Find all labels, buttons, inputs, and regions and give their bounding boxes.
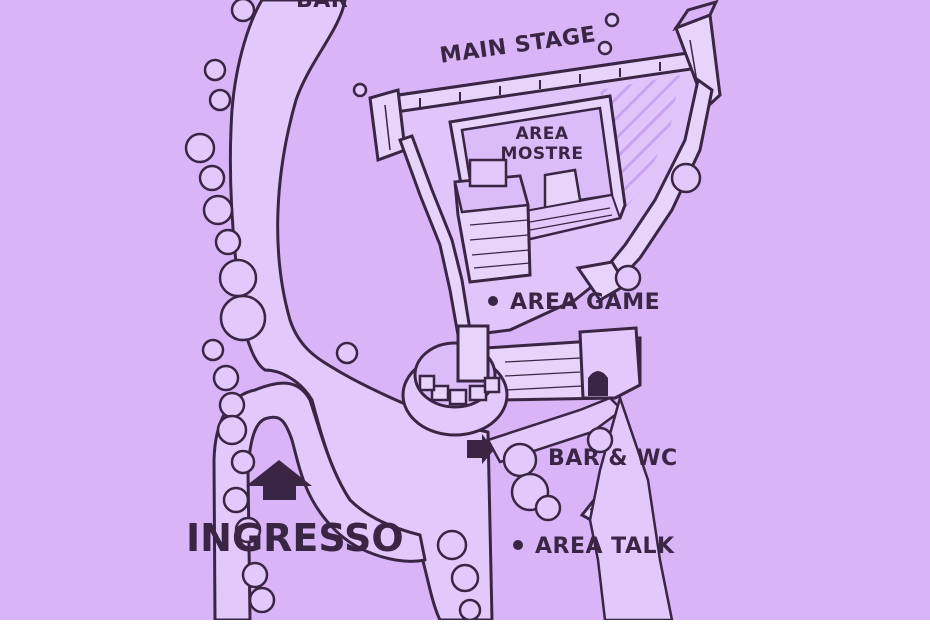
- bushes: [184, 0, 702, 622]
- arrow-right-icon: [467, 434, 494, 464]
- label-area-game-text: AREA GAME: [510, 290, 661, 315]
- label-area-game: AREA GAME: [488, 290, 660, 315]
- label-area-mostre-line1: AREA: [515, 124, 569, 144]
- tower-wall-left: [368, 88, 407, 163]
- label-area-talk: AREA TALK: [513, 534, 675, 559]
- round-tower: [401, 324, 509, 437]
- gate-icon: [588, 371, 608, 396]
- dot-marker-icon: [488, 296, 498, 306]
- label-ingresso: INGRESSO: [186, 516, 404, 560]
- tower-top-right: [672, 0, 722, 111]
- arrow-up-icon: [246, 460, 312, 500]
- wall-crenellations: [419, 62, 661, 107]
- label-area-mostre: AREA MOSTRE: [492, 124, 592, 164]
- dot-marker-icon: [513, 540, 523, 550]
- label-area-talk-text: AREA TALK: [535, 534, 675, 559]
- label-area-mostre-line2: MOSTRE: [500, 144, 584, 164]
- south-wall: [483, 326, 642, 402]
- keep-building: [453, 158, 532, 284]
- label-bar-top: BAR: [296, 0, 349, 13]
- label-bar-wc: BAR & WC: [548, 446, 678, 471]
